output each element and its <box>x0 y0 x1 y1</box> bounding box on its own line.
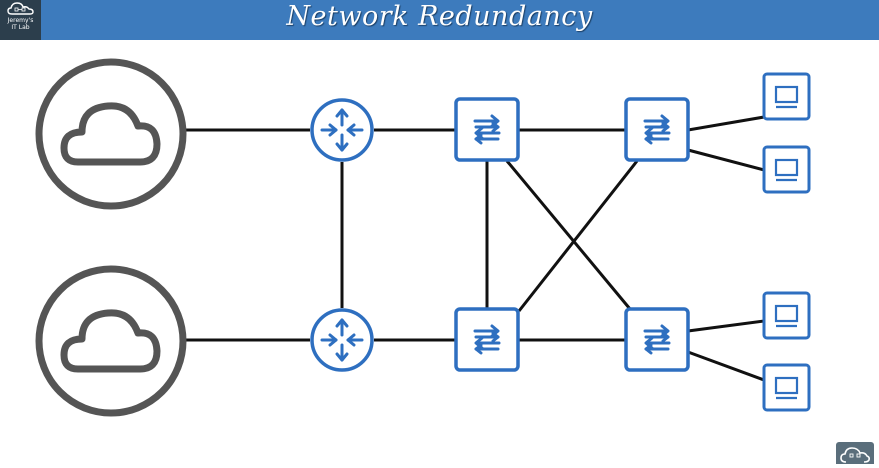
monitor-icon <box>774 158 799 182</box>
router-1 <box>310 98 374 162</box>
cloud-icon <box>60 102 161 166</box>
page-title: Network Redundancy <box>286 1 593 32</box>
link-switch3-switch2 <box>517 160 639 312</box>
pc-2 <box>762 145 811 194</box>
logo-text: Jeremy's IT Lab <box>7 17 34 31</box>
link-switch4-pc4 <box>687 350 765 382</box>
switch-1 <box>454 97 520 162</box>
network-diagram <box>35 58 811 417</box>
router-2 <box>310 308 374 372</box>
pc-3 <box>762 291 811 340</box>
pc-4 <box>762 363 811 412</box>
cloud-network-icon <box>7 2 34 15</box>
switch-4 <box>624 307 690 372</box>
links <box>185 115 765 382</box>
pc-1 <box>762 72 811 121</box>
link-switch1-switch4 <box>505 160 632 310</box>
monitor-icon <box>774 304 799 328</box>
switch-2 <box>624 97 690 162</box>
internet-cloud-2 <box>35 265 187 417</box>
monitor-icon <box>774 85 799 109</box>
title-bar: Jeremy's IT Lab Network Redundancy <box>0 0 879 40</box>
link-switch4-pc3 <box>687 319 765 333</box>
corner-watermark-logo <box>836 442 874 464</box>
jeremys-it-lab-logo: Jeremy's IT Lab <box>0 0 41 40</box>
cloud-icon <box>60 309 161 373</box>
switch-3 <box>454 307 520 372</box>
link-switch2-pc1 <box>687 115 765 132</box>
monitor-icon <box>774 376 799 400</box>
cloud-network-icon <box>840 447 871 463</box>
link-switch2-pc2 <box>687 148 765 172</box>
internet-cloud-1 <box>35 58 187 210</box>
